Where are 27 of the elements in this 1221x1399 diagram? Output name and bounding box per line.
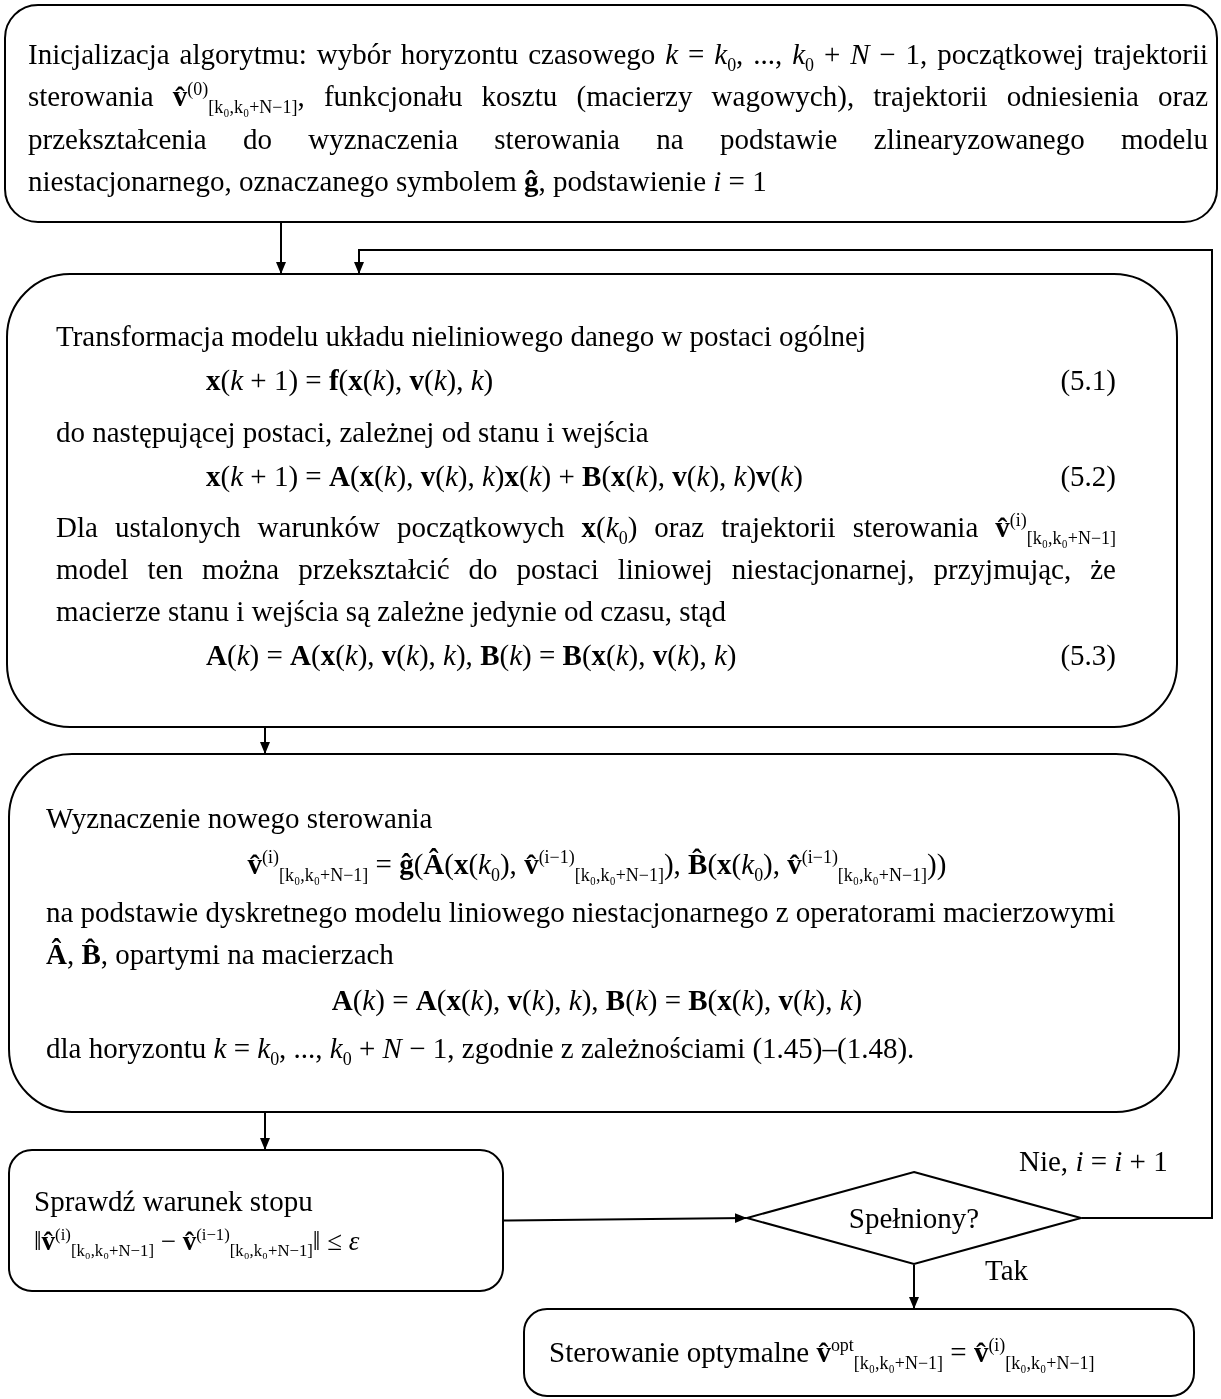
equation-number: (5.3) [1060,638,1116,674]
description-text: Inicjalizacja algorytmu: wybór horyzontu czasowego k = k$_{0}$, ..., k$_{0}$ +N− 1, początkowej trajektorii sterowania v̂$^{(0)}$$_{[k₀,k₀+N−1]}$, funkcjonału kosztu (macierzy wagowych), trajektorii odniesienia oraz przekształcenia do wyznaczenia sterowania na podstawie zlinearyzowanego modelu niestacjonarnego, oznaczanego symbolem ĝ, podstawienie i = 1 [28,37,1208,199]
arrow [260,727,270,754]
equation: x(k + 1) = A(x(k), v(k), k)x(k) + B(x(k), v(k), k)v(k) [205,458,803,494]
equation: v̂$^{(i)}$$_{[k₀,k₀+N−1]}$ = ĝ(Â(x(k$_{0}$), v̂$^{(i−1)}$$_{[k₀,k₀+N−1]}$), B̂(x(k$_{0}$), v̂$^{(i−1)}$$_{[k₀,k₀+N−1]}$)) [246,846,948,885]
equation-number: (5.1) [1060,363,1116,399]
description-text: Wyznaczenie nowego sterowania [46,800,434,836]
decision-text: Spełniony? [848,1200,980,1236]
arrow [260,1112,270,1150]
description-text: do następującej postaci, zależnej od stanu i wejścia [56,414,650,450]
description-text: Sprawdź warunek stopu [34,1183,314,1219]
description-text: dla horyzontu k = k$_{0}$, ..., k$_{0}$ + N − 1, zgodnie z zależnościami (1.45)–(1.48). [46,1031,916,1070]
arrow [354,249,1213,1219]
equation-number: (5.2) [1060,458,1116,494]
equation: A(k) = A(x(k), v(k), k), B(k) = B(x(k), v(k), k) [205,638,737,674]
process-box [523,1308,1195,1397]
equation: ‖v̂$^{(i)}$$_{[k₀,k₀+N−1]}$ − v̂$^{(i−1)}$$_{[k₀,k₀+N−1]}$‖ ≤ ε [34,1223,361,1262]
process-box [4,4,1218,223]
description-text: Transformacja modelu układu nieliniowego danego w postaci ogólnej [56,319,867,355]
equation: A(k) = A(x(k), v(k), k), B(k) = B(x(k), v(k), k) [330,983,864,1019]
arrow [276,222,286,274]
arrow [909,1264,919,1309]
process-box [8,1149,504,1292]
equation: x(k + 1) = f(x(k), v(k), k) [205,363,494,399]
process-box [6,273,1178,728]
process-box [8,753,1180,1113]
arrow [503,1213,747,1224]
